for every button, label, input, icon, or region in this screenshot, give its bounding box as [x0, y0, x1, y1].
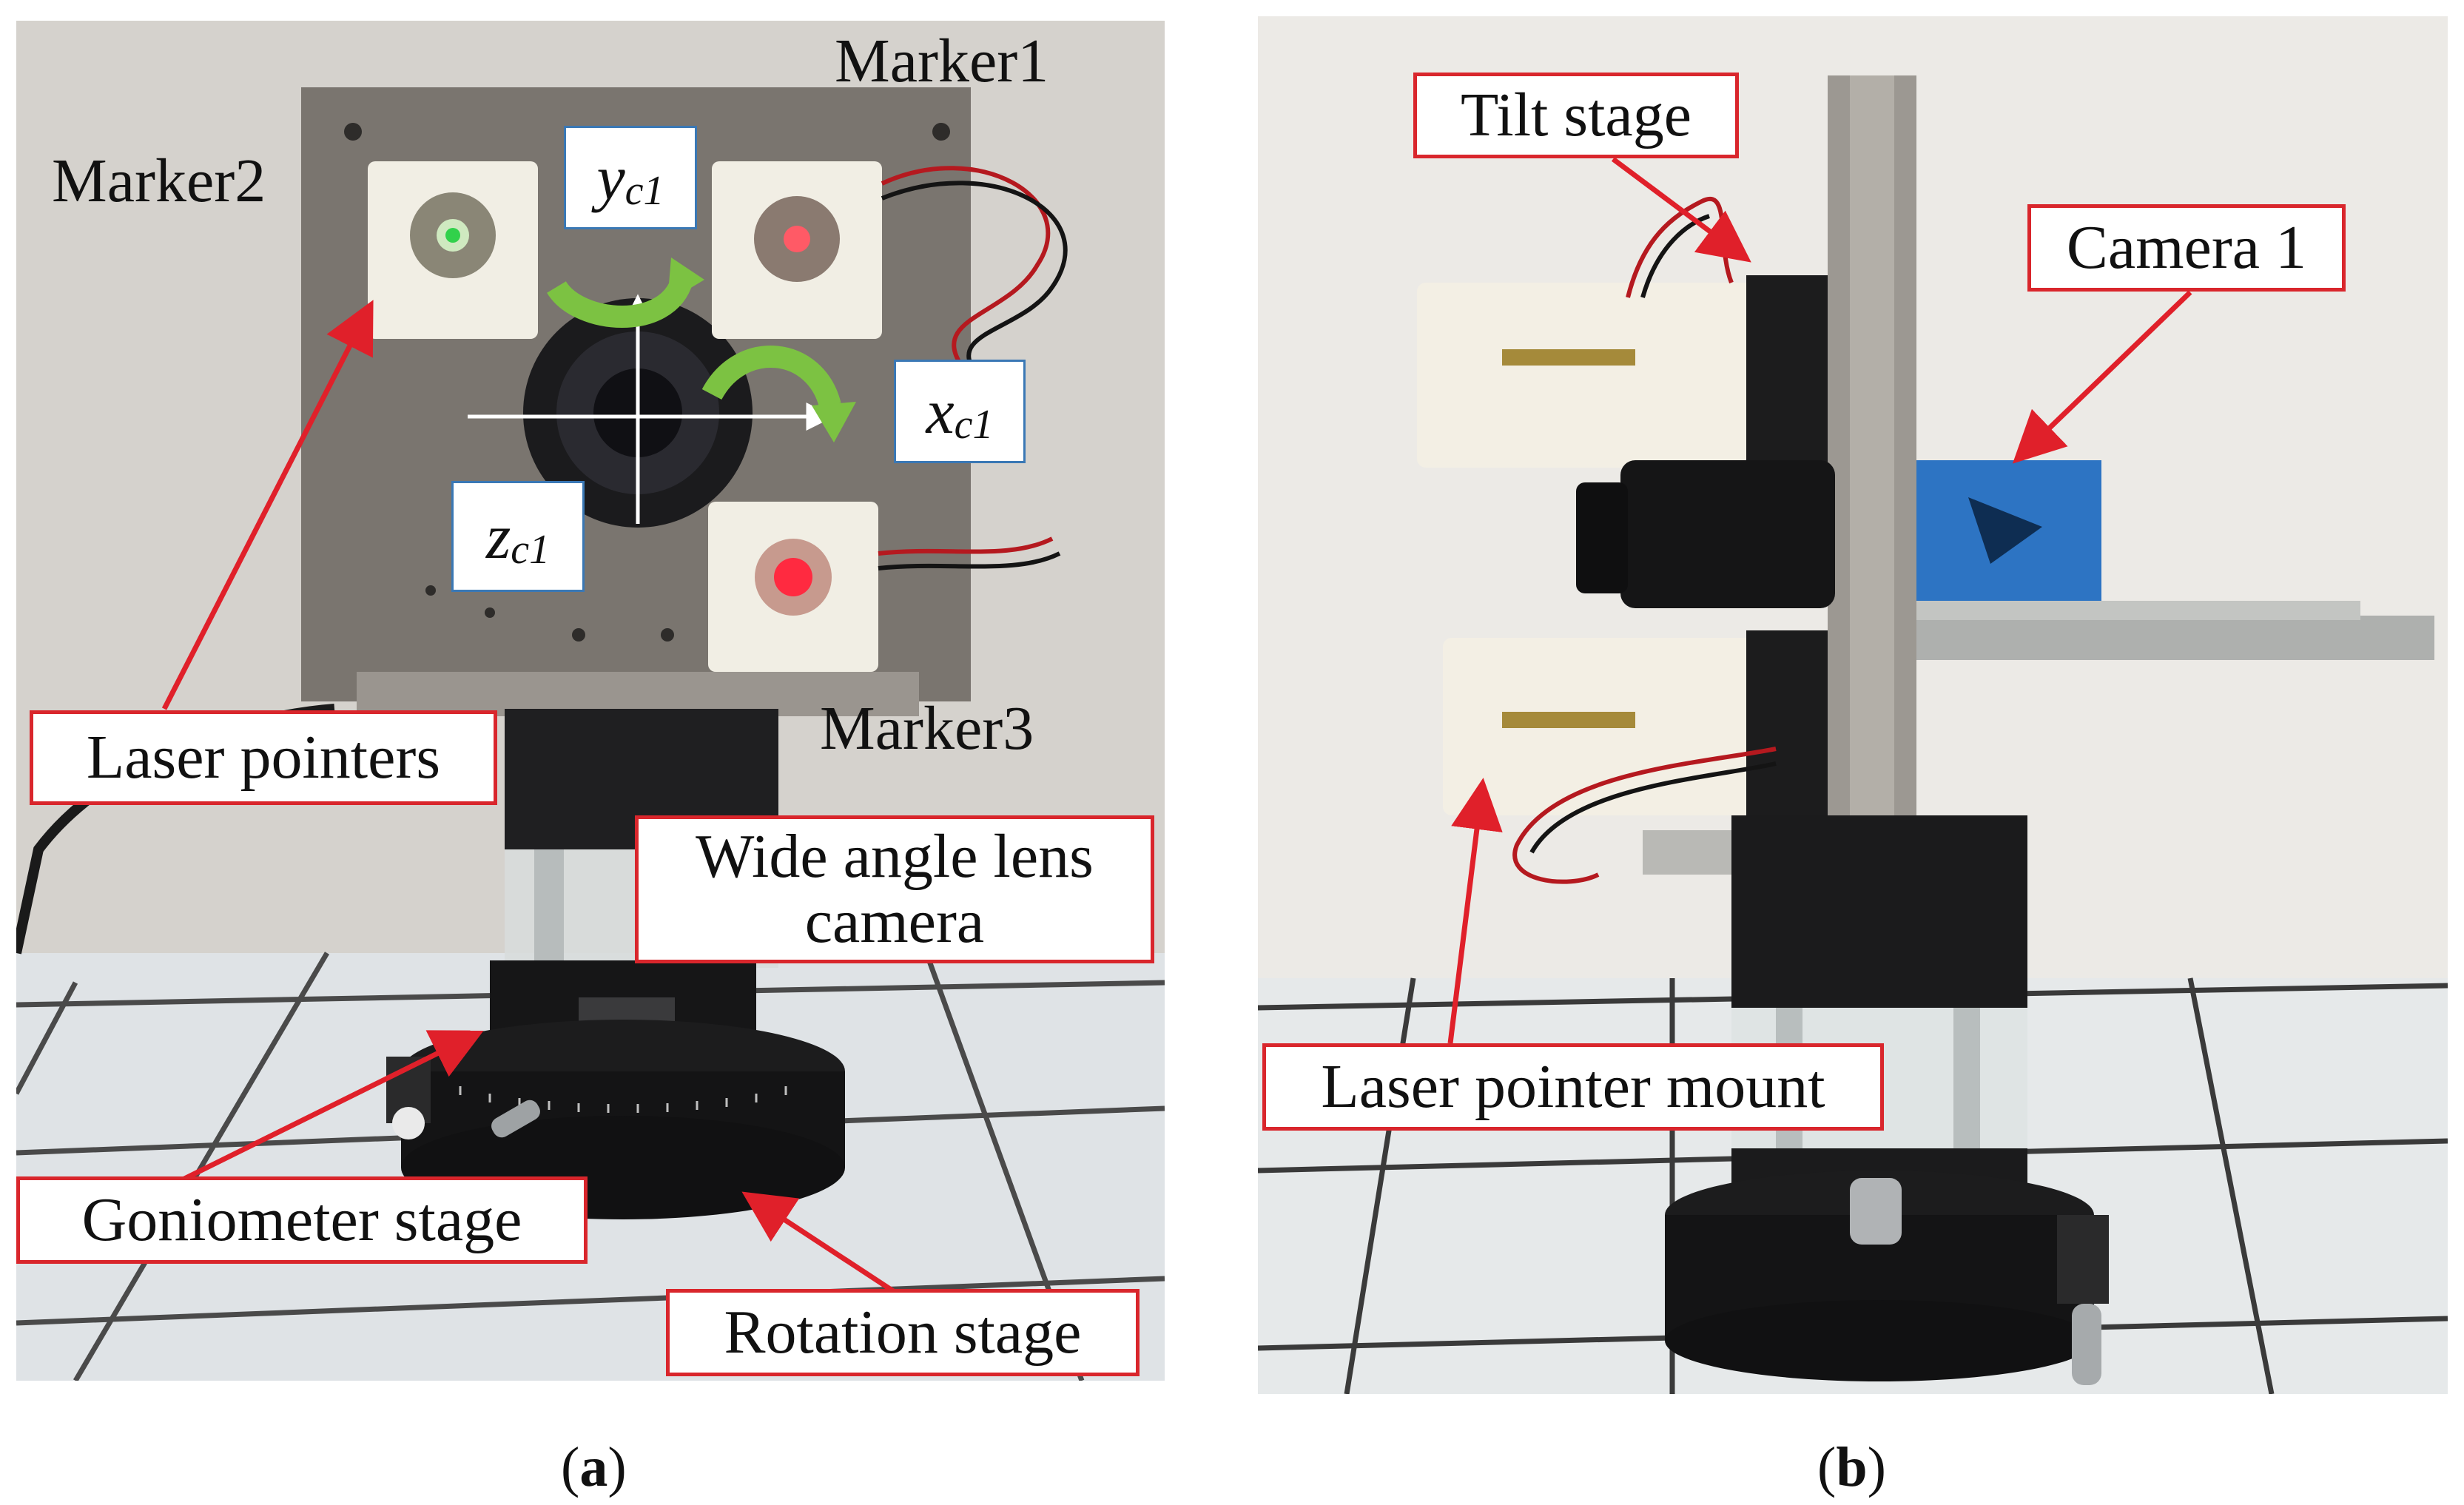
label-camera-1: Camera 1	[2027, 204, 2346, 292]
label-wide-angle-line1: Wide angle lens	[696, 821, 1094, 891]
label-marker3: Marker3	[820, 694, 1034, 763]
label-goniometer-stage: Goniometer stage	[16, 1176, 588, 1264]
photo-panel-a	[16, 21, 1165, 1381]
label-laser-pointers: Laser pointers	[30, 710, 497, 805]
label-marker1: Marker1	[835, 27, 1049, 95]
caption-b: (b)	[1817, 1436, 1886, 1498]
label-marker2: Marker2	[52, 147, 266, 215]
goniometer-ticks	[459, 1086, 787, 1113]
label-wide-angle-line2: camera	[804, 887, 985, 956]
label-laser-pointer-mount: Laser pointer mount	[1262, 1043, 1884, 1131]
label-wide-angle-camera: Wide angle lens camera	[635, 815, 1154, 963]
label-tilt-stage: Tilt stage	[1413, 73, 1739, 158]
label-rotation-stage: Rotation stage	[666, 1289, 1140, 1376]
caption-a: (a)	[561, 1436, 627, 1498]
photo-a-illustration	[16, 21, 1165, 1381]
